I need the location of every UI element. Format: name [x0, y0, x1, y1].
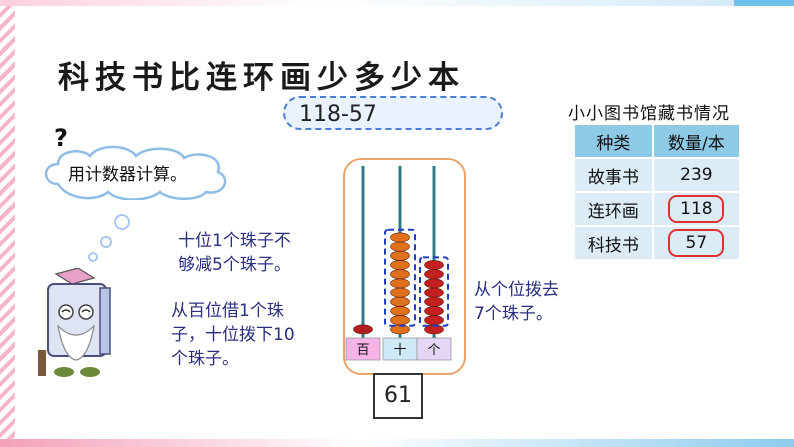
bottom-decoration-bar — [0, 439, 794, 447]
abacus-bead — [424, 269, 444, 280]
abacus-label-box — [416, 337, 452, 361]
row-count-highlighted: 118 — [668, 195, 725, 223]
abacus-bead — [424, 287, 444, 298]
note-line: 子，十位拨下10 — [171, 325, 295, 345]
note-line: 十位1个珠子不 — [178, 231, 291, 251]
header-kind: 种类 — [573, 123, 654, 159]
note-line: 7个珠子。 — [474, 304, 553, 324]
row-count-highlighted: 57 — [668, 229, 725, 257]
page-title: 科技书比连环画少多少本 — [58, 60, 465, 96]
abacus-bead — [390, 232, 410, 243]
abacus-bead — [390, 315, 410, 326]
abacus-bead — [390, 296, 410, 307]
abacus-bead — [424, 306, 444, 316]
book-character-icon — [28, 267, 128, 378]
corner-decoration — [734, 0, 794, 6]
abacus-bead — [390, 306, 410, 316]
thought-dot-medium — [100, 236, 112, 248]
thought-cloud: 用计数器计算。 — [38, 144, 234, 200]
row-count-cell: 118 — [651, 191, 742, 227]
borrow-outline — [384, 228, 416, 327]
table-row: 连环画 118 — [573, 191, 742, 227]
header-count: 数量/本 — [651, 123, 742, 159]
abacus-label-tens: 十 — [393, 343, 406, 358]
remove-outline — [419, 256, 449, 327]
abacus-bead — [424, 296, 444, 307]
thought-dot-large — [114, 214, 130, 230]
row-kind: 故事书 — [573, 157, 654, 193]
cloud-text: 用计数器计算。 — [68, 165, 187, 185]
abacus-bead — [353, 324, 373, 335]
table-title: 小小图书馆藏书情况 — [568, 104, 730, 124]
library-table: 种类 数量/本 故事书 239 连环画 118 科技书 57 — [573, 123, 742, 261]
note-line: 够减5个珠子。 — [178, 255, 291, 275]
abacus-bead — [424, 315, 444, 326]
abacus-bead — [390, 241, 410, 252]
abacus-bead — [424, 260, 444, 270]
note-borrow: 从百位借1个珠 子，十位拨下10 个珠子。 — [171, 299, 295, 371]
note-line: 从百位借1个珠 — [171, 301, 284, 321]
note-line: 从个位拨去 — [474, 280, 559, 300]
abacus-label-ones: 个 — [427, 343, 440, 358]
abacus-bead — [390, 260, 410, 270]
abacus: 百十个 — [345, 166, 452, 361]
result-box: 61 — [373, 373, 423, 419]
table-row: 科技书 57 — [573, 225, 742, 261]
thought-dot-small — [88, 252, 98, 262]
thought-bubble-icon — [44, 145, 227, 200]
abacus-label-box — [345, 337, 381, 361]
question-mark: ? — [54, 124, 68, 152]
row-kind: 科技书 — [573, 225, 654, 261]
abacus-bead — [390, 278, 410, 289]
abacus-label-hundreds: 百 — [356, 343, 369, 358]
row-kind: 连环画 — [573, 191, 654, 227]
decorative-stripes — [0, 0, 15, 447]
top-decoration-bar — [0, 0, 794, 6]
abacus-bead — [390, 287, 410, 298]
abacus-bead — [390, 250, 410, 261]
table-header-row: 种类 数量/本 — [573, 123, 742, 159]
note-ones-remove: 从个位拨去 7个珠子。 — [474, 278, 559, 326]
expression-box: 118-57 — [283, 96, 503, 130]
note-line: 个珠子。 — [171, 349, 239, 369]
row-count: 239 — [651, 157, 742, 193]
abacus-bead — [390, 269, 410, 280]
table-row: 故事书 239 — [573, 157, 742, 193]
abacus-bead — [424, 278, 444, 289]
note-tens-short: 十位1个珠子不 够减5个珠子。 — [178, 229, 291, 277]
row-count-cell: 57 — [651, 225, 742, 261]
